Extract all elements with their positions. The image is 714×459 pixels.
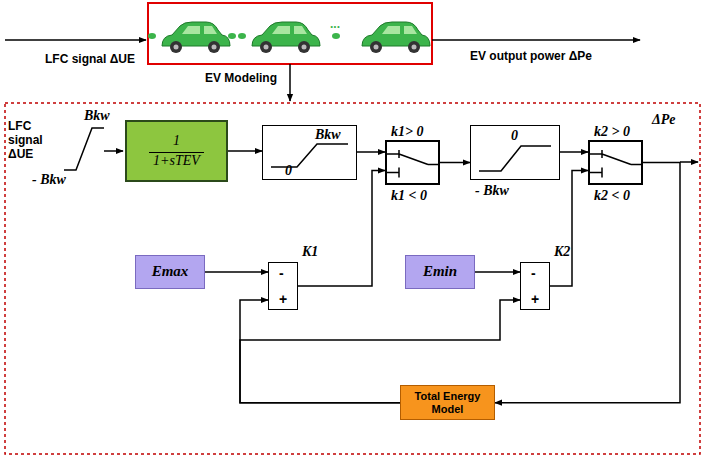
sign: - <box>279 265 284 281</box>
signal-label: EV output power ΔPe <box>470 50 592 64</box>
energy-limit: Emin <box>423 263 457 280</box>
signal-connector <box>495 163 680 403</box>
output-wire <box>680 161 698 163</box>
limit-value: - Bkw <box>32 172 66 188</box>
signal-connector <box>560 151 588 153</box>
limit-value: Bkw <box>84 108 110 124</box>
output-arrow <box>432 39 640 41</box>
signal-label: LFC signal ΔUE <box>8 120 64 161</box>
limit-value: 0 <box>511 128 518 144</box>
limiter-symbol <box>263 126 356 179</box>
ev-car <box>362 22 430 53</box>
switch-condition: k1> 0 <box>391 124 423 140</box>
energy-limit: Emax <box>152 263 189 280</box>
sign: - <box>531 265 536 281</box>
gain-label: K2 <box>554 244 570 260</box>
transfer-function-box: 1 1+sTEV <box>125 120 228 182</box>
switch-box: k1> 0k1 < 0 <box>385 140 440 185</box>
model-region <box>5 103 700 454</box>
signal-connector <box>440 162 470 164</box>
input-limiter <box>64 128 104 170</box>
modeling-arrow <box>289 64 291 101</box>
switch-symbol <box>590 142 643 185</box>
ev-cars <box>148 22 430 53</box>
limit-value: 0 <box>285 163 292 179</box>
sign: + <box>279 291 287 307</box>
input-arrow <box>5 39 146 41</box>
switch-box: k2 > 0k2 < 0 <box>588 140 643 185</box>
ev-car <box>162 22 230 53</box>
limit-value: - Bkw <box>475 183 509 199</box>
signal-connector <box>228 150 262 152</box>
gain-label: K1 <box>302 244 318 260</box>
process-box: Total Energy Model <box>400 385 495 420</box>
section-label: EV Modeling <box>205 72 277 86</box>
summing-box: -+ <box>520 262 550 310</box>
switch-condition: k2 < 0 <box>594 188 630 204</box>
denominator: 1+sTEV <box>149 152 204 169</box>
limiter-wire <box>104 150 123 152</box>
sign: + <box>531 291 539 307</box>
signal-connector <box>550 171 588 287</box>
process-box: Emax <box>135 255 205 289</box>
output-label: ΔPe <box>652 112 676 128</box>
ev-car <box>252 22 320 53</box>
signal-connector <box>240 300 400 403</box>
signal-connector <box>205 271 268 273</box>
process-box: Emin <box>405 255 475 289</box>
switch-condition: k2 > 0 <box>594 124 630 140</box>
limiter-box: Bkw 0 <box>262 125 357 180</box>
ellipsis: ... <box>330 18 340 32</box>
switch-symbol <box>387 142 440 185</box>
signal-connector <box>298 171 385 287</box>
signal-connector <box>475 271 520 273</box>
block-label: Total Energy Model <box>407 390 488 415</box>
signal-connector <box>357 151 385 153</box>
summing-box: -+ <box>268 262 298 310</box>
signal-label: LFC signal ΔUE <box>45 53 135 67</box>
switch-condition: k1 < 0 <box>391 188 427 204</box>
limit-value: Bkw <box>315 127 341 143</box>
limiter-box: 0- Bkw <box>470 125 560 180</box>
ev-fleet-box <box>148 3 432 64</box>
numerator: 1 <box>169 133 184 149</box>
